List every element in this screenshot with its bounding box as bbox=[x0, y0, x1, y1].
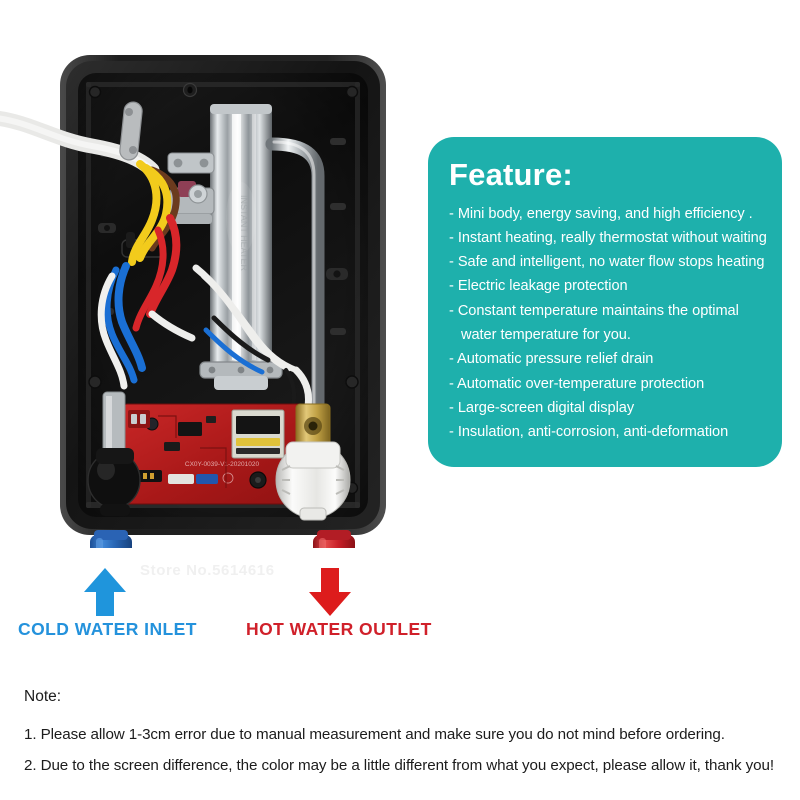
hot-water-outlet-label: HOT WATER OUTLET bbox=[246, 619, 432, 639]
notes-list: 1. Please allow 1-3cm error due to manua… bbox=[24, 719, 784, 781]
notes-section: Note: 1. Please allow 1-3cm error due to… bbox=[24, 686, 784, 781]
power-cord bbox=[0, 101, 160, 178]
feature-item: - Safe and intelligent, no water flow st… bbox=[449, 254, 765, 271]
feature-list: - Mini body, energy saving, and high eff… bbox=[440, 202, 768, 445]
cold-water-inlet-label: COLD WATER INLET bbox=[18, 619, 197, 639]
feature-item: water temperature for you. bbox=[461, 327, 631, 344]
feature-item: - Instant heating, really thermostat wit… bbox=[449, 229, 767, 246]
cold-water-arrow bbox=[82, 566, 128, 618]
arrow-down-icon bbox=[309, 568, 351, 616]
feature-panel-title: Feature: bbox=[449, 157, 573, 192]
note-item: 1. Please allow 1-3cm error due to manua… bbox=[24, 726, 725, 743]
wiring-harness bbox=[97, 160, 312, 412]
feature-item: - Mini body, energy saving, and high eff… bbox=[449, 205, 753, 222]
notes-heading: Note: bbox=[24, 688, 62, 705]
note-item: 2. Due to the screen difference, the col… bbox=[24, 757, 774, 774]
inlet-valve bbox=[87, 391, 141, 516]
pressure-relief-assembly bbox=[275, 403, 351, 521]
water-heater-interior-illustration: INSTANT HEATER bbox=[0, 55, 386, 548]
feature-item: - Electric leakage protection bbox=[449, 278, 628, 295]
thermostat-block bbox=[167, 152, 215, 224]
control-board: CX0Y-0039-V1-20201020 bbox=[123, 403, 321, 505]
water-ports bbox=[90, 530, 355, 548]
feature-item: - Insulation, anti-corrosion, anti-defor… bbox=[449, 424, 729, 441]
arrow-up-icon bbox=[84, 568, 126, 616]
svg-text:INSTANT HEATER: INSTANT HEATER bbox=[239, 195, 249, 272]
feature-item: - Automatic over-temperature protection bbox=[449, 375, 705, 392]
product-photo: INSTANT HEATER bbox=[0, 18, 430, 548]
svg-text:CX0Y-0039-V1-20201020: CX0Y-0039-V1-20201020 bbox=[185, 461, 260, 468]
feature-item: - Automatic pressure relief drain bbox=[449, 351, 654, 368]
feature-panel: Feature: - Mini body, energy saving, and… bbox=[428, 137, 782, 467]
hot-water-arrow bbox=[307, 566, 353, 618]
outlet-pipe bbox=[265, 137, 325, 417]
feature-item: - Constant temperature maintains the opt… bbox=[449, 302, 739, 319]
feature-item: - Large-screen digital display bbox=[449, 399, 635, 416]
store-watermark: Store No.5614616 bbox=[140, 562, 275, 579]
